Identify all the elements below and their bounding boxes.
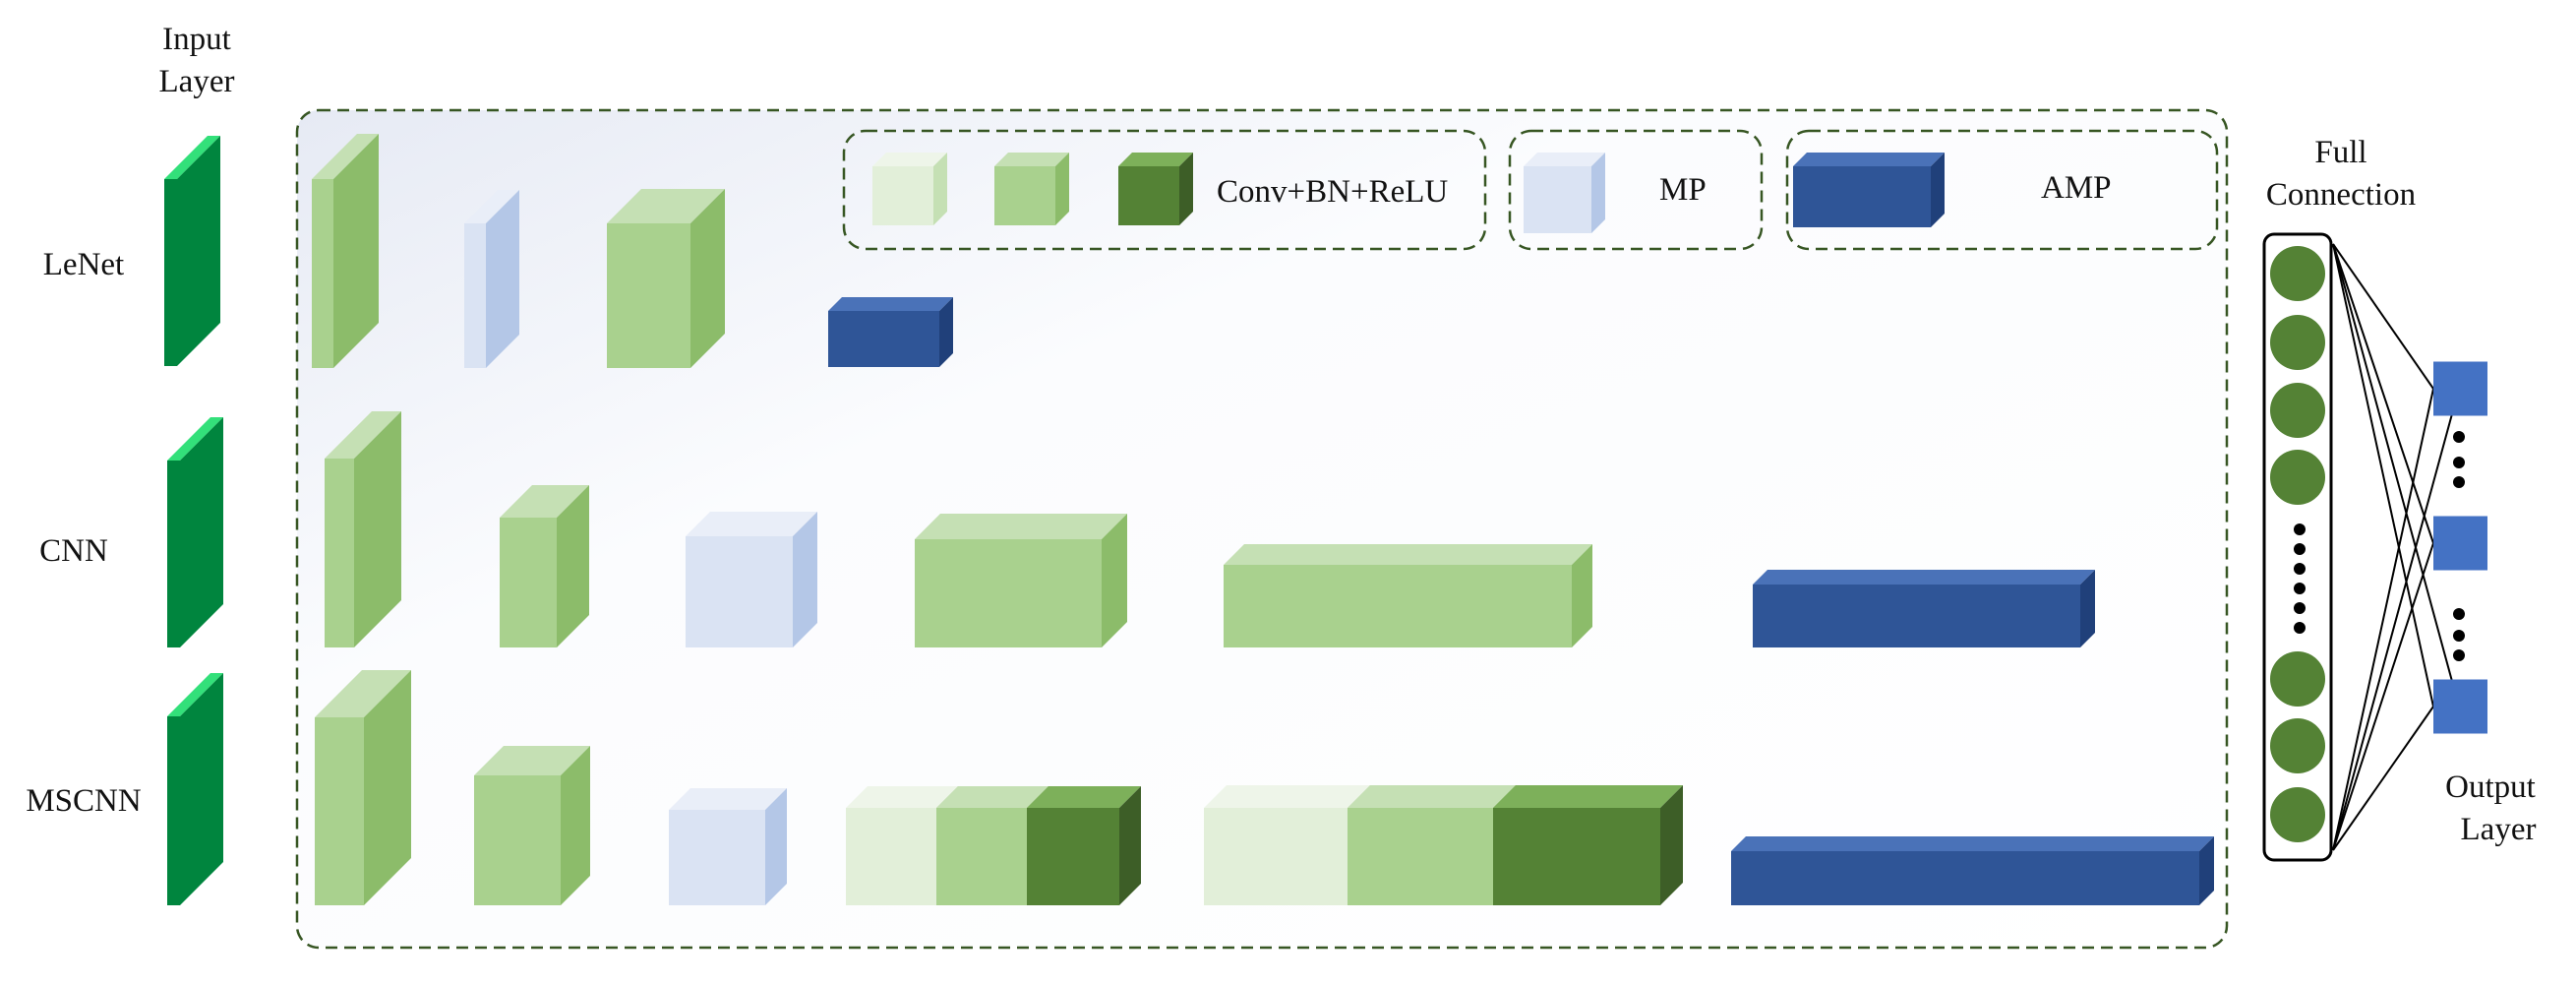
mscnn-multiscale-2-part-mid [1348, 785, 1516, 905]
mscnn-multiscale-1-part-dark [1027, 786, 1141, 905]
row-label-mscnn: MSCNN [26, 783, 142, 819]
input-layer-cnn [167, 417, 223, 647]
fc-connection-line [2332, 388, 2434, 851]
legend-mp-box [1508, 129, 1764, 251]
legend-amp-label: AMP [2041, 170, 2112, 206]
cnn-mp-1 [686, 512, 817, 647]
fc-connection-line [2332, 243, 2434, 708]
mscnn-amp [1731, 836, 2214, 905]
cnn-conv-3 [915, 514, 1127, 647]
input-layer-mscnn [167, 673, 223, 905]
fc-neuron-4 [2270, 450, 2325, 505]
fc-neuron-1 [2270, 246, 2325, 301]
mscnn-multiscale-2-part-dark [1493, 785, 1683, 905]
fc-neuron-6 [2270, 718, 2325, 773]
fc-connection-line [2332, 243, 2460, 708]
fc-connection-line [2332, 542, 2434, 851]
input-layer-lenet [164, 136, 220, 366]
legend-conv-box [842, 129, 1487, 251]
full-connection-ellipsis-dots [2294, 431, 2465, 661]
fc-ellipsis-dot-4 [2294, 583, 2306, 594]
fc-ellipsis-dot-6 [2294, 622, 2306, 634]
full-connection-neurons [2270, 246, 2325, 842]
lenet-amp [828, 297, 953, 367]
output-ellipsis-dot-2 [2453, 457, 2465, 468]
cnn-amp [1753, 570, 2095, 647]
lenet-conv-2 [607, 189, 725, 368]
cnn-conv-2 [500, 485, 589, 647]
fc-neuron-3 [2270, 383, 2325, 438]
fc-connection-line [2332, 706, 2434, 851]
fc-neuron-5 [2270, 651, 2325, 707]
mscnn-conv-1 [315, 670, 411, 905]
row-label-cnn: CNN [39, 533, 108, 569]
output-ellipsis-dot-4 [2453, 608, 2465, 620]
fc-ellipsis-dot-5 [2294, 602, 2306, 614]
output-node-2 [2433, 516, 2487, 571]
fc-neuron-7 [2270, 787, 2325, 842]
output-ellipsis-dot-1 [2453, 431, 2465, 443]
output-ellipsis-dot-3 [2453, 476, 2465, 488]
cnn-conv-1 [325, 411, 401, 647]
legend-conv-label: Conv+BN+ReLU [1217, 174, 1448, 210]
legend-conv-light-swatch [872, 153, 947, 225]
row-label-lenet: LeNet [43, 247, 124, 282]
layer-blocks [164, 134, 2214, 905]
fc-ellipsis-dot-3 [2294, 563, 2306, 575]
legend-conv-dark-swatch [1118, 153, 1193, 225]
mscnn-multiscale-2-part-light [1204, 785, 1370, 905]
fc-connection-line [2332, 243, 2434, 544]
fc-ellipsis-dot-2 [2294, 543, 2306, 555]
output-layer-label-line1: Output [2445, 770, 2536, 805]
output-nodes [2433, 361, 2487, 734]
output-ellipsis-dot-5 [2453, 630, 2465, 642]
legend-mp-label: MP [1659, 172, 1707, 208]
full-connection-label-line1: Full [2314, 135, 2366, 170]
mscnn-conv-2 [474, 746, 590, 905]
legend-mp-swatch [1524, 153, 1605, 233]
output-node-1 [2433, 361, 2487, 416]
legend-amp-swatch [1793, 153, 1945, 227]
input-layer-label-line1: Input [162, 22, 231, 57]
lenet-conv-1 [312, 134, 379, 368]
full-connection-label-line2: Connection [2266, 177, 2416, 213]
output-layer-label-line2: Layer [2461, 812, 2537, 847]
cnn-conv-4 [1224, 544, 1592, 647]
output-node-3 [2433, 679, 2487, 734]
full-connection-lines [2332, 243, 2460, 851]
output-ellipsis-dot-6 [2453, 649, 2465, 661]
main-panel [295, 108, 2229, 950]
fc-ellipsis-dot-1 [2294, 523, 2306, 535]
fc-neuron-2 [2270, 315, 2325, 370]
lenet-mp-1 [464, 190, 519, 368]
legend-conv-mid-swatch [994, 153, 1069, 225]
fc-connection-line [2332, 243, 2434, 390]
input-layer-label-line2: Layer [159, 64, 235, 99]
mscnn-mp-1 [669, 788, 787, 905]
legend-amp-box [1785, 129, 2219, 251]
fc-connection-line [2332, 388, 2460, 851]
